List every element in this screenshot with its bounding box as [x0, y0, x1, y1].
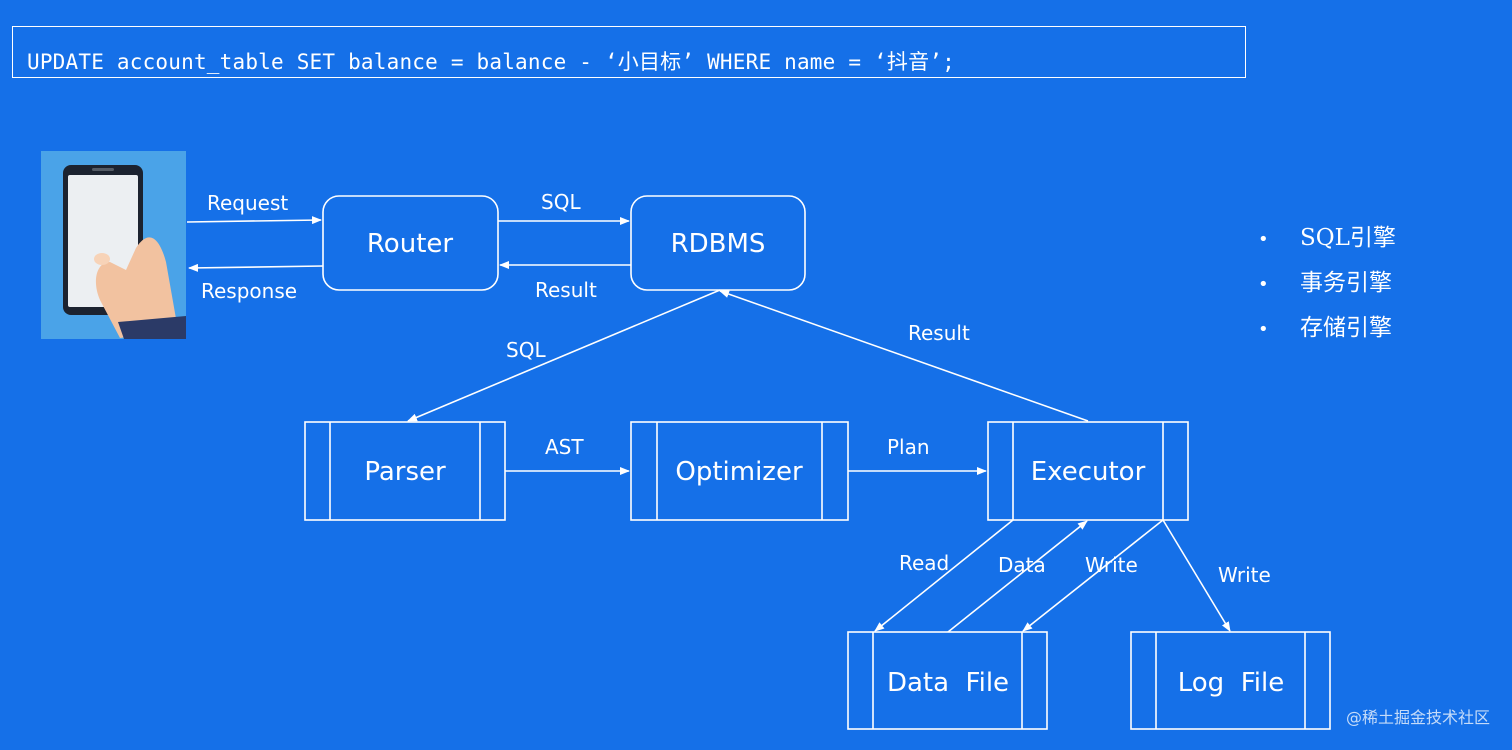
engine-item: •事务引擎	[1258, 270, 1392, 296]
engine-item: •存储引擎	[1258, 315, 1392, 341]
read-arrow	[874, 519, 1014, 632]
optimizer-label: Optimizer	[675, 457, 803, 487]
executor-node: Executor	[987, 421, 1189, 521]
sql-statement: UPDATE account_table SET balance = balan…	[27, 50, 955, 74]
sql-rdbms-parser-label: SQL	[506, 338, 546, 362]
result-rdbms-router-label: Result	[535, 278, 597, 302]
engine-list: •SQL引擎 •事务引擎 •存储引擎	[1258, 218, 1396, 353]
response-arrow	[188, 263, 324, 272]
engine-item: •SQL引擎	[1258, 225, 1396, 251]
response-label: Response	[201, 279, 297, 303]
result-executor-rdbms-arrow	[719, 290, 1089, 422]
sql-rdbms-parser-arrow	[407, 289, 721, 422]
write-log-file-arrow	[1162, 519, 1231, 632]
data-label: Data	[998, 553, 1046, 577]
parser-label: Parser	[364, 457, 446, 487]
engine-sql-label: SQL引擎	[1300, 225, 1396, 251]
data-file-label: Data File	[887, 668, 1009, 698]
parser-node: Parser	[304, 421, 506, 521]
write-data-file-arrow	[1022, 519, 1164, 632]
read-label: Read	[899, 551, 949, 575]
plan-label: Plan	[887, 435, 930, 459]
write-log-file-label: Write	[1218, 563, 1271, 587]
request-arrow	[186, 216, 322, 225]
log-file-label: Log File	[1178, 668, 1284, 698]
rdbms-node: RDBMS	[630, 195, 806, 291]
data-arrow	[947, 520, 1088, 633]
sql-statement-box: UPDATE account_table SET balance = balan…	[12, 26, 1246, 78]
optimizer-node: Optimizer	[630, 421, 849, 521]
result-executor-rdbms-label: Result	[908, 321, 970, 345]
watermark: @稀土掘金技术社区	[1345, 708, 1490, 727]
ast-label: AST	[545, 435, 584, 459]
router-label: Router	[367, 229, 453, 259]
client-phone-illustration	[41, 151, 186, 339]
executor-label: Executor	[1031, 457, 1146, 487]
engine-transaction-label: 事务引擎	[1300, 270, 1392, 296]
engine-storage-label: 存储引擎	[1300, 315, 1392, 341]
log-file-node: Log File	[1130, 631, 1331, 730]
sql-router-rdbms-label: SQL	[541, 190, 581, 214]
data-file-node: Data File	[847, 631, 1048, 730]
request-label: Request	[207, 191, 288, 215]
rdbms-label: RDBMS	[671, 229, 766, 259]
write-data-file-label: Write	[1085, 553, 1138, 577]
router-node: Router	[322, 195, 499, 291]
